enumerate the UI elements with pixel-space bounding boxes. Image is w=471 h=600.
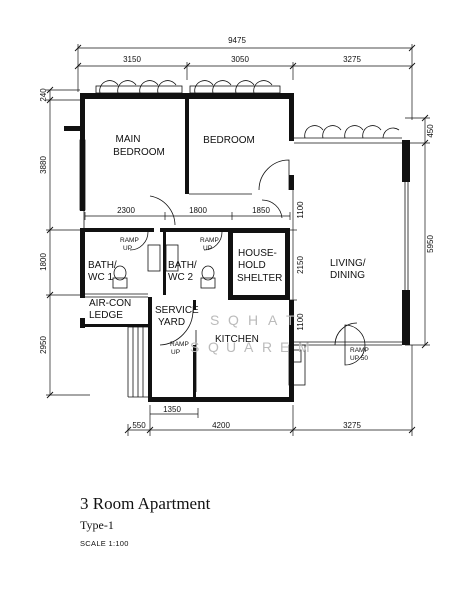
svg-text:A: A: [244, 339, 259, 355]
plan-scale: SCALE 1:100: [80, 539, 129, 548]
dim-inner-5: 1100: [296, 201, 305, 219]
room-shelter-l3: SHELTER: [237, 273, 282, 284]
dim-right-1: 450: [426, 124, 435, 138]
dim-inner-4: 1350: [163, 405, 181, 414]
dim-inner-7: 1100: [296, 313, 305, 331]
dim-top-1: 3150: [123, 55, 141, 64]
room-living-l1: LIVING/: [330, 258, 366, 269]
svg-text:Q: Q: [208, 339, 225, 355]
dim-left-4: 2950: [39, 336, 48, 354]
svg-text:H: H: [248, 312, 264, 328]
room-shelter-l2: HOLD: [238, 260, 266, 271]
ramp-bath2-l1: RAMP: [200, 237, 219, 244]
svg-text:T: T: [286, 312, 301, 328]
ramp-living-l1: RAMP: [350, 347, 369, 354]
room-bath2-l2: WC 2: [168, 272, 193, 283]
room-main-bedroom-l1: MAIN: [116, 134, 141, 145]
top-windows: [79, 80, 400, 211]
dim-inner-3: 1850: [252, 206, 270, 215]
room-service-l2: YARD: [158, 317, 185, 328]
ramp-bath1-l2: UP: [123, 245, 132, 252]
ramp-yard-l1: RAMP: [170, 341, 189, 348]
dim-left-3: 1800: [39, 253, 48, 271]
dim-bottom-1: 550: [132, 421, 146, 430]
svg-text:M: M: [298, 339, 316, 355]
toilets: [112, 244, 216, 289]
dim-inner-1: 2300: [117, 206, 135, 215]
room-living-l2: DINING: [330, 270, 365, 281]
dim-inner-6: 2150: [296, 256, 305, 274]
dim-left-1: 240: [39, 88, 48, 102]
room-aircon-l1: AIR-CON: [89, 298, 131, 309]
dim-top-2: 3050: [231, 55, 249, 64]
svg-text:S: S: [210, 312, 225, 328]
doors: [129, 159, 366, 366]
svg-text:R: R: [262, 339, 278, 355]
watermark: S Q H A T S Q U A R E M: [190, 312, 316, 355]
svg-text:U: U: [226, 339, 242, 355]
plan-title: 3 Room Apartment: [80, 494, 211, 513]
ramp-living-l2: UP 50: [350, 355, 368, 362]
svg-text:S: S: [190, 339, 205, 355]
ramp-bath1-l1: RAMP: [120, 237, 139, 244]
room-bath1-l2: WC 1: [88, 272, 113, 283]
dim-left-2: 3880: [39, 156, 48, 174]
ramp-bath2-l2: UP: [203, 245, 212, 252]
dimension-ticks: [46, 44, 429, 434]
dim-inner-2: 1800: [189, 206, 207, 215]
svg-text:Q: Q: [228, 312, 245, 328]
svg-text:A: A: [268, 312, 283, 328]
room-kitchen: KITCHEN: [215, 334, 259, 345]
svg-text:E: E: [280, 339, 295, 355]
dim-bottom-3: 3275: [343, 421, 361, 430]
dim-bottom-2: 4200: [212, 421, 230, 430]
room-aircon-l2: LEDGE: [89, 310, 123, 321]
room-bedroom: BEDROOM: [203, 135, 255, 146]
thin-lines: [83, 137, 409, 398]
room-shelter-l1: HOUSE-: [238, 248, 277, 259]
walls: [64, 93, 410, 402]
dim-right-2: 5950: [426, 235, 435, 253]
room-bath2-l1: BATH/: [168, 260, 197, 271]
dim-top-3: 3275: [343, 55, 361, 64]
room-bath1-l1: BATH/: [88, 260, 117, 271]
dim-overall: 9475: [228, 36, 246, 45]
room-service-l1: SERVICE: [155, 305, 199, 316]
ramp-yard-l2: UP: [171, 349, 180, 356]
plan-type: Type-1: [80, 518, 114, 532]
dimension-lines: [46, 44, 430, 436]
room-main-bedroom-l2: BEDROOM: [113, 147, 165, 158]
